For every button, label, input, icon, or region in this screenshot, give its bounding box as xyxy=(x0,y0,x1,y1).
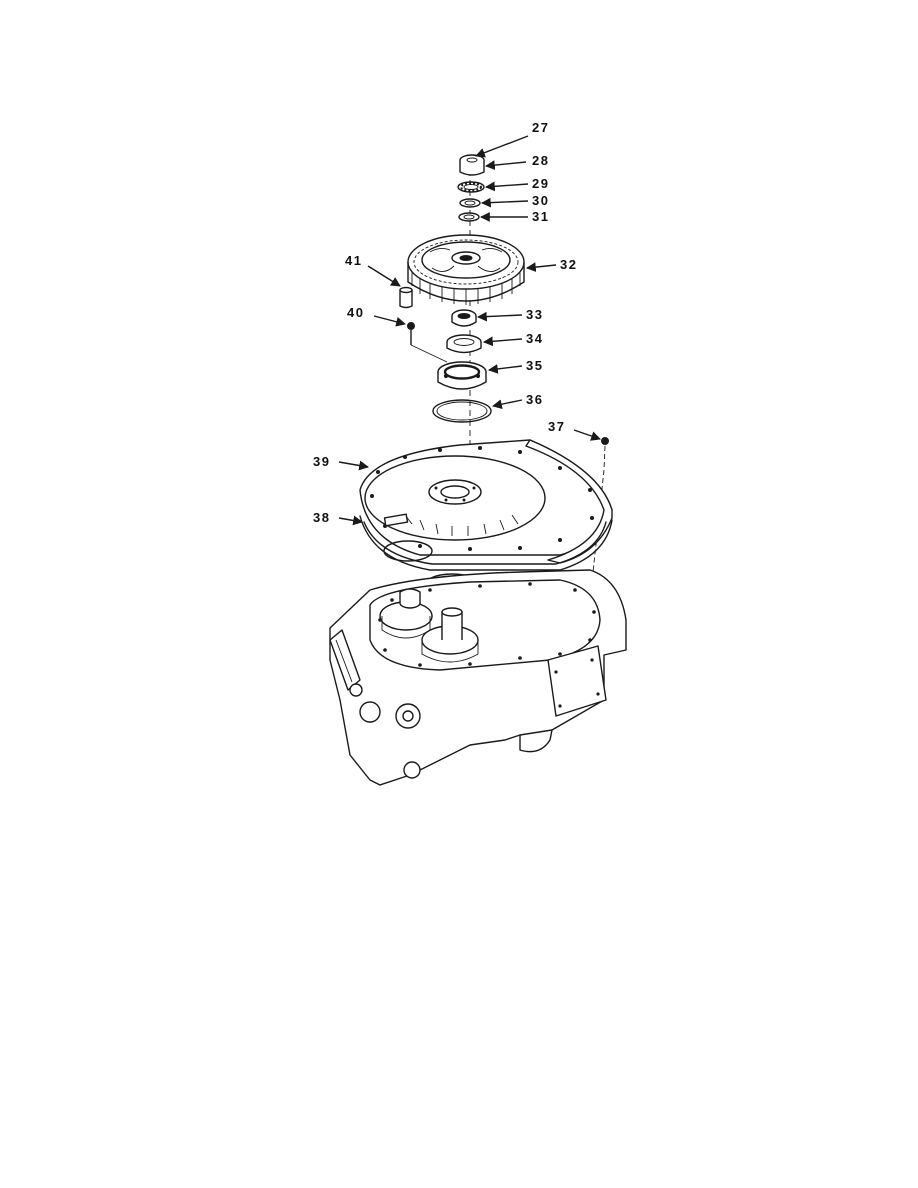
leader-33 xyxy=(477,311,523,322)
part-washer-31 xyxy=(458,212,480,222)
callout-label-33: 33 xyxy=(526,307,543,322)
part-bearing-small xyxy=(457,181,485,193)
part-pin xyxy=(399,286,413,309)
callout-label-28: 28 xyxy=(532,153,549,168)
part-gasket-38 xyxy=(359,513,613,571)
leader-30 xyxy=(481,197,529,208)
callout-label-34: 34 xyxy=(526,331,543,346)
callout-label-41: 41 xyxy=(345,253,362,268)
leader-35 xyxy=(488,364,523,374)
callout-label-38: 38 xyxy=(313,510,330,525)
part-cover-39 xyxy=(359,439,613,564)
part-bearing-33 xyxy=(451,309,477,327)
callout-labels: 27 28 29 30 31 32 33 34 35 36 37 38 39 4… xyxy=(313,120,577,525)
callout-label-35: 35 xyxy=(526,358,543,373)
leader-38 xyxy=(338,515,363,526)
leader-36 xyxy=(492,399,523,410)
part-nut xyxy=(459,154,485,176)
callout-label-37: 37 xyxy=(548,419,565,434)
part-housing xyxy=(329,569,627,786)
callout-label-31: 31 xyxy=(532,209,549,224)
leader-41 xyxy=(367,265,401,287)
callout-label-27: 27 xyxy=(532,120,549,135)
part-gear xyxy=(407,234,525,305)
callout-label-32: 32 xyxy=(560,257,577,272)
part-bearing-34 xyxy=(446,334,482,354)
callout-label-29: 29 xyxy=(532,176,549,191)
leader-40 xyxy=(373,315,406,327)
leader-29 xyxy=(485,181,529,192)
part-screw-40 xyxy=(407,322,448,363)
leader-32 xyxy=(526,262,557,272)
leader-27 xyxy=(475,135,529,158)
callout-label-36: 36 xyxy=(526,392,543,407)
part-washer-30 xyxy=(459,198,481,208)
callout-label-39: 39 xyxy=(313,454,330,469)
part-retainer-35 xyxy=(437,361,487,390)
callout-label-30: 30 xyxy=(532,193,549,208)
leader-39 xyxy=(338,460,369,471)
leader-28 xyxy=(485,160,527,170)
callout-leaders xyxy=(338,135,601,526)
callout-label-40: 40 xyxy=(347,305,364,320)
leader-37 xyxy=(573,429,601,441)
leader-34 xyxy=(483,336,523,347)
part-oring-36 xyxy=(432,399,492,423)
